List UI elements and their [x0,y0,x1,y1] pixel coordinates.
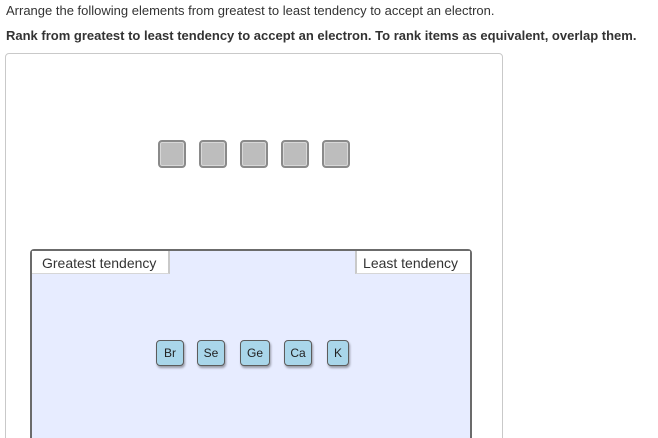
element-tile-ca[interactable]: Ca [284,340,312,366]
element-tile-br[interactable]: Br [156,340,184,366]
element-tile-se[interactable]: Se [197,340,225,366]
answer-slot-5[interactable] [322,140,350,168]
element-tile-ge[interactable]: Ge [240,340,270,366]
greatest-tendency-label: Greatest tendency [32,251,171,274]
least-tendency-label: Least tendency [355,251,470,274]
answer-slot-2[interactable] [199,140,227,168]
question-instruction: Arrange the following elements from grea… [6,3,495,18]
element-tile-k[interactable]: K [327,340,349,366]
answer-slot-3[interactable] [240,140,268,168]
ranking-instructions: Rank from greatest to least tendency to … [6,28,637,43]
answer-slots [158,140,350,168]
answer-slot-4[interactable] [281,140,309,168]
answer-slot-1[interactable] [158,140,186,168]
